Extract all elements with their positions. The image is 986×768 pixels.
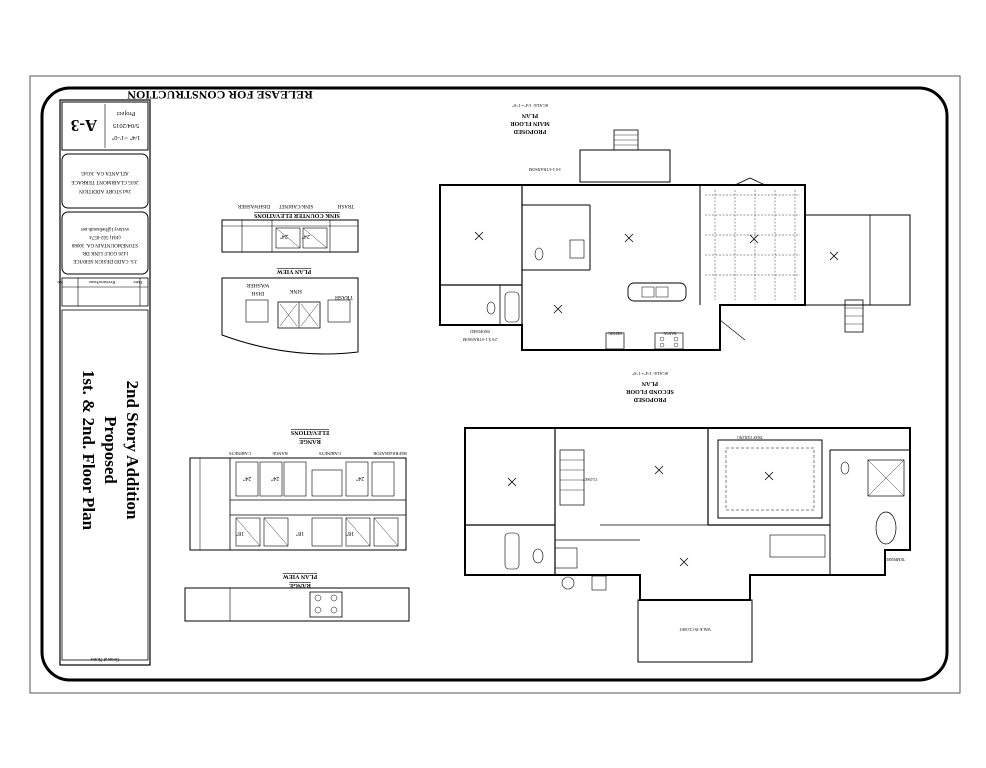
sink-plan: PLAN VIEW TRASH SINK WASHER DISH xyxy=(221,268,359,355)
second-floor-scale: SCALE: 1/4"= 1'-0" xyxy=(632,371,669,376)
range-plan: RANGE PLAN VIEW xyxy=(184,573,410,622)
sink-plan-washer: WASHER xyxy=(246,282,269,288)
range-dim-3: 24" xyxy=(242,475,251,481)
firm-line-2: 1426 GOLF LINK DR. xyxy=(82,250,129,255)
sheet-frame xyxy=(40,86,949,682)
range-dim-6: 18" xyxy=(235,530,244,536)
second-tray-ceiling: TRAY CEILING xyxy=(737,435,763,439)
second-floor-plan: PROPOSED SECOND FLOOR PLAN SCALE: 1/4"= … xyxy=(464,371,911,663)
rev-header-no: No. xyxy=(56,280,63,285)
firm-line-3: STONEMOUNTAIN GA. 30088 xyxy=(71,242,138,247)
second-tempered: TEMPERED xyxy=(885,557,905,561)
range-plan-title-1: RANGE xyxy=(289,582,311,588)
range-elevation-title-1: RANGE xyxy=(299,438,321,444)
title-block: A-3 1/4" =1'-0" 5/04/2015 Project 2nd ST… xyxy=(56,99,151,666)
main-floor-title-2: MAIN FLOOR xyxy=(510,120,550,126)
range-dim-4: 18" xyxy=(345,530,354,536)
main-floor-plan: PROPOSED MAIN FLOOR PLAN SCALE: 1/4"= 1'… xyxy=(439,103,911,351)
sink-elev-dim-1: 24" xyxy=(301,233,310,239)
second-closet: CLOSET xyxy=(582,477,597,481)
sink-plan-sink: SINK xyxy=(290,288,303,294)
project-line-1: 2nd STORY ADDITION xyxy=(79,188,131,194)
range-dim-5: 18" xyxy=(295,530,304,536)
firm-line-4: (404) 502-8574 xyxy=(89,234,121,239)
sink-elevation-title: SINK COUNTER ELEVATIONS xyxy=(253,212,339,218)
sink-elevation: SINK COUNTER ELEVATIONS TRASH SINK/CABIN… xyxy=(221,203,359,253)
range-plan-title-2: PLAN VIEW xyxy=(283,573,317,579)
main-refrig-label: REFRIG xyxy=(608,331,622,335)
sink-plan-trash: TRASH xyxy=(335,294,353,300)
release-stamp-group: RELEASE FOR CONSTRUCTION xyxy=(127,88,313,102)
main-proposed-label: PROPOSED xyxy=(470,329,490,333)
firm-line-5: svslavy1@bellsouth.net xyxy=(80,226,128,231)
sheet-scale: 1/4" =1'-0" xyxy=(111,134,140,141)
main-transom-label-2: 2-0 X 1-0 TRANSOM xyxy=(462,337,497,341)
main-range-label: RANGE xyxy=(663,331,677,335)
range-elev-cabinets-right: CABINETS xyxy=(319,451,341,456)
second-walk-in: WALK-IN CLOSET xyxy=(679,627,711,631)
second-floor-title-1: PROPOSED xyxy=(633,396,666,402)
second-floor-title-2: SECOND FLOOR xyxy=(625,388,674,394)
range-elev-range: RANGE xyxy=(272,451,288,456)
sheet-number: A-3 xyxy=(71,116,97,135)
general-notes-label: General Notes xyxy=(91,656,120,661)
page-border xyxy=(29,75,961,694)
sink-elev-dim-2: 24" xyxy=(279,233,288,239)
range-elevation-title-2: ELEVATIONS xyxy=(290,429,329,435)
drawing-title-line-3: 1st. & 2nd. Floor Plan xyxy=(79,370,98,531)
main-floor-title-3: PLAN xyxy=(521,112,538,118)
rev-header-issue: Revision/Issue xyxy=(89,280,116,285)
project-line-3: ATLANTA GA. 30345 xyxy=(81,170,129,176)
range-dim-1: 24" xyxy=(355,475,364,481)
main-floor-title-1: PROPOSED xyxy=(513,128,546,134)
range-elevation: RANGE ELEVATIONS CABINETS RANGE CABINETS… xyxy=(189,429,407,551)
sink-elev-dishwasher: DISHWASHER xyxy=(237,203,270,208)
release-stamp: RELEASE FOR CONSTRUCTION xyxy=(127,88,313,102)
main-floor-scale: SCALE: 1/4"= 1'-0" xyxy=(512,103,549,108)
sink-plan-dish: DISH xyxy=(252,290,265,296)
drawing-title-line-1: 2nd Story Addition xyxy=(123,381,142,520)
sink-plan-title: PLAN VIEW xyxy=(277,268,311,274)
sink-elev-trash: TRASH xyxy=(337,203,354,208)
sink-elev-cabinet: SINK/CABINET xyxy=(279,203,314,208)
project-line-2: 2035 CLAIRMONT TERRACE xyxy=(71,179,138,185)
second-floor-title-3: PLAN xyxy=(641,380,658,386)
drawing-title-line-2: Proposed xyxy=(101,416,120,484)
range-elev-cabinets-left: CABINETS xyxy=(229,451,251,456)
range-elev-refrigerator: REFRIGERATOR xyxy=(373,451,406,456)
range-dim-2: 24" xyxy=(270,475,279,481)
sheet-project-label: Project xyxy=(117,110,136,117)
main-transom-label: 3-0 2-6 TRANSOM xyxy=(528,167,561,172)
rev-header-date: Date xyxy=(134,280,143,285)
sheet-date: 5/04/2015 xyxy=(113,122,139,129)
firm-line-1: J.S. CADD DESIGN SERVICE xyxy=(73,258,137,263)
